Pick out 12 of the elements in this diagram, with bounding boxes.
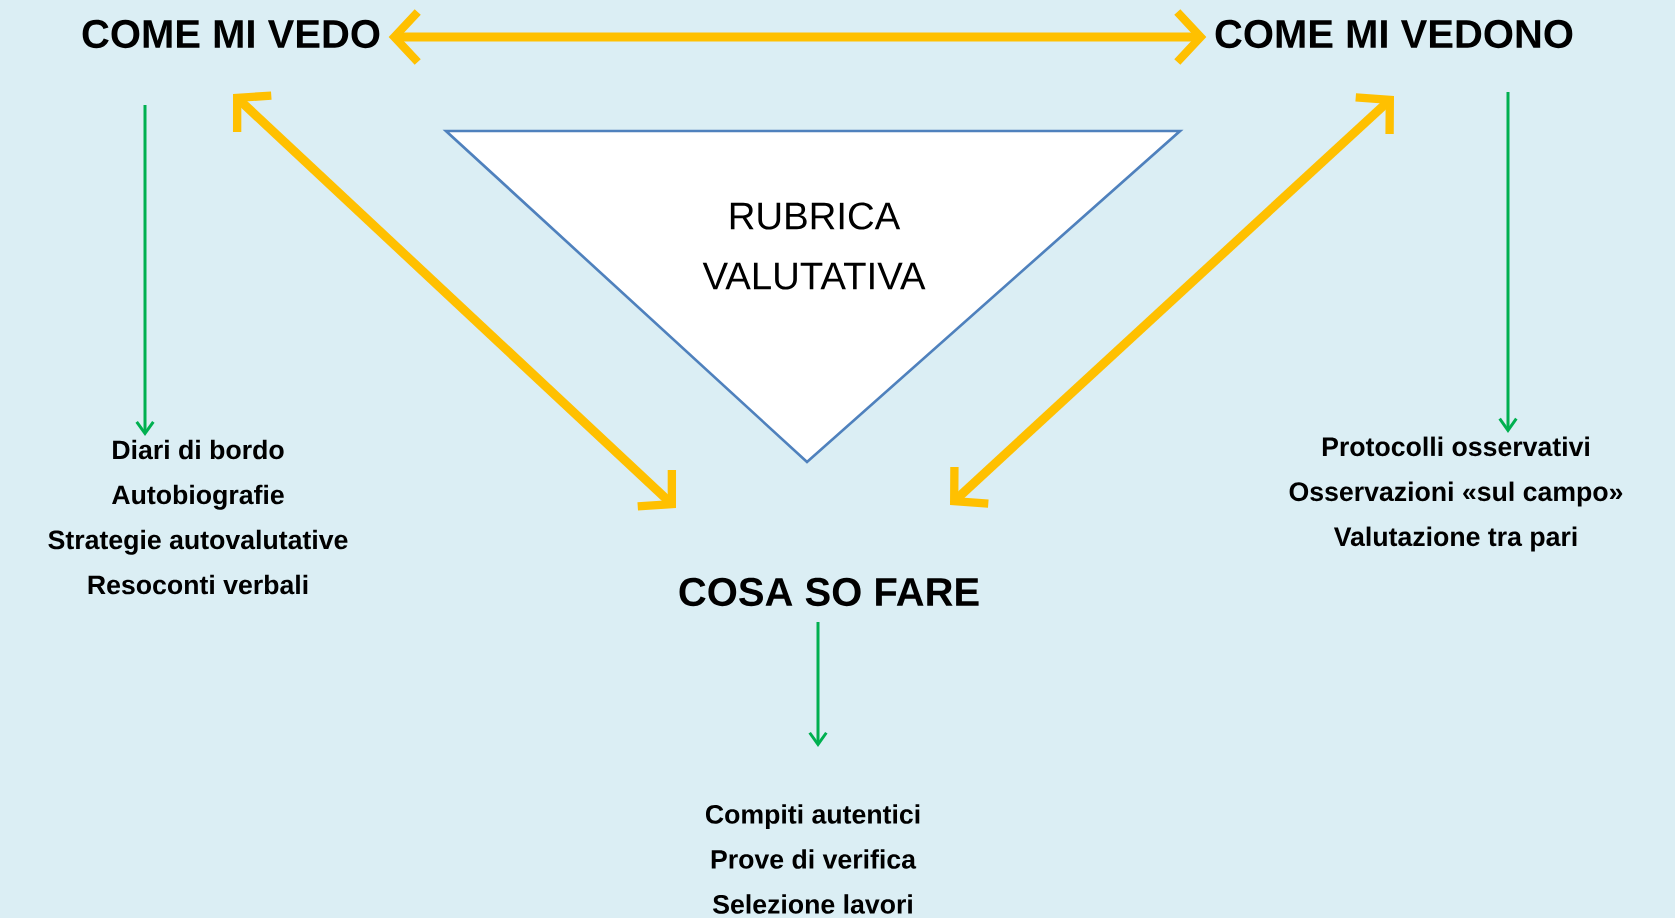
arrow (135, 105, 155, 437)
arrow (1498, 92, 1518, 433)
arrow (950, 93, 1394, 508)
method-list: Compiti autentici Prove di verifica Selezione lavori (705, 804, 920, 914)
heading-text: COSA SO FARE (679, 577, 979, 607)
method-list: Protocolli osservativi Osservazioni «sul campo» Valutazione tra pari (1289, 436, 1623, 552)
arrow (808, 622, 828, 747)
heading-text: COME MI VEDO (82, 19, 380, 49)
heading-text: COME MI VEDONO (1215, 19, 1573, 49)
arrow (233, 91, 677, 511)
method-list: Diari di bordo Autobiografie Strategie autovalutative Resoconti verbali (48, 439, 348, 595)
arrow (388, 9, 1207, 65)
